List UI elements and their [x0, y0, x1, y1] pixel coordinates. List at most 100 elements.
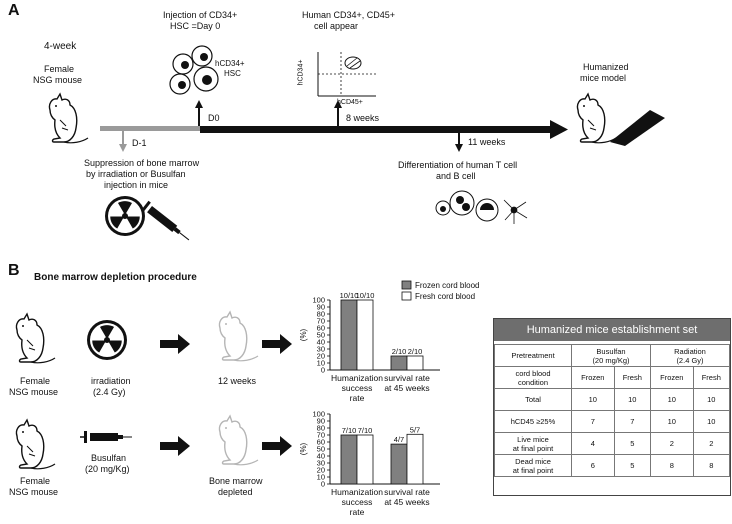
mouse-irr-line1: Female [20, 376, 51, 386]
condition-line2: condition [517, 377, 549, 387]
bar-fresh [406, 433, 424, 485]
week11-label: 11 weeks [468, 137, 506, 147]
y-axis-label: (%) [299, 442, 308, 455]
hsc-label-line1: hCD34+ [215, 59, 245, 68]
bar-data-label: 7/10 [358, 426, 373, 435]
table-cell: 4 [571, 432, 615, 455]
mouse-name-line2: NSG mouse [33, 75, 83, 85]
week-11-arrow [455, 133, 463, 152]
mouse-bus-line1: Female [20, 476, 51, 486]
y-tick-label: 40 [317, 452, 325, 461]
table-cell: 8 [649, 454, 694, 477]
category-label: success [342, 497, 373, 507]
table-cell: 10 [692, 388, 731, 411]
humanized-line1: Humanized [583, 62, 629, 72]
category-label: at 45 weeks [384, 497, 429, 507]
busulfan-header-line1: Busulfan [596, 346, 626, 356]
panel-b-label: B [8, 262, 20, 279]
table-row: Dead mice at final point 6 5 8 8 [494, 454, 731, 477]
row-label-line1: Dead mice [515, 456, 551, 466]
cond-radiation-fresh: Fresh [692, 366, 731, 389]
arrow-to-depleted [160, 436, 190, 456]
cond-busulfan-fresh: Fresh [613, 366, 651, 389]
y-tick-label: 10 [317, 473, 325, 482]
y-tick-label: 30 [317, 345, 325, 354]
row-label: hCD45 ≥25% [494, 410, 572, 433]
y-tick-label: 20 [317, 352, 325, 361]
category-label: rate [350, 507, 365, 517]
diff-line1: Differentiation of human T cell [398, 160, 518, 170]
legend-fresh-label: Fresh cord blood [415, 292, 476, 301]
diff-line2: and B cell [436, 171, 476, 181]
busulfan-syringe-icon [80, 431, 132, 443]
category-label: survival rate [384, 373, 430, 383]
bar-frozen [340, 299, 358, 371]
y-tick-label: 70 [317, 317, 325, 326]
bar-fresh [356, 434, 374, 485]
y-tick-label: 40 [317, 338, 325, 347]
arrow-to-chart-1 [262, 334, 292, 354]
mouse-irr-line2: NSG mouse [9, 387, 59, 397]
panel-a-label: A [8, 2, 20, 19]
bar-data-label: 10/10 [356, 291, 375, 300]
suppression-line2: by irradiation or Busulfan [86, 169, 186, 179]
y-tick-label: 70 [317, 431, 325, 440]
table-cell: 10 [649, 410, 694, 433]
flow-axis-y: hCD34+ [297, 59, 305, 86]
establishment-table: Humanized mice establishment set Pretrea… [493, 318, 731, 496]
nsg-mouse-bus-icon [15, 419, 56, 470]
table-title: Humanized mice establishment set [494, 319, 730, 341]
legend-fresh-swatch [401, 291, 412, 301]
day-minus-1-arrow [119, 131, 127, 152]
bar-frozen [390, 443, 408, 485]
depleted-line2: depleted [218, 487, 253, 497]
table-cell: 8 [692, 454, 731, 477]
table-cell: 7 [613, 410, 651, 433]
bar-data-label: 5/7 [410, 425, 420, 434]
radiation-header-line1: Radiation [674, 346, 706, 356]
category-label: Humanization [331, 487, 383, 497]
y-tick-label: 60 [317, 324, 325, 333]
table-cell: 5 [613, 432, 651, 455]
y-tick-label: 20 [317, 466, 325, 475]
table-cell: 2 [692, 432, 731, 455]
appear-line2: cell appear [314, 21, 359, 31]
y-tick-label: 30 [317, 459, 325, 468]
syringe-icon [141, 200, 190, 241]
week-8-arrow [334, 100, 342, 126]
y-tick-label: 60 [317, 438, 325, 447]
y-tick-label: 100 [312, 296, 325, 305]
row-label: Total [494, 388, 572, 411]
category-label: survival rate [384, 487, 430, 497]
injection-line1: Injection of CD34+ [163, 10, 238, 20]
table-cell: 10 [649, 388, 694, 411]
depleted-line1: Bone marrow [209, 476, 263, 486]
flow-axis-x: hCD45+ [337, 99, 363, 106]
mouse-name-line1: Female [44, 64, 75, 74]
appear-line1: Human CD34+, CD45+ [302, 10, 396, 20]
row-label-line1: Live mice [517, 434, 549, 444]
bar-data-label: 2/10 [392, 347, 407, 356]
table-row: Total 10 10 10 10 [494, 388, 731, 411]
flow-plot-icon [317, 52, 376, 97]
irradiation-line1: irradiation [91, 376, 131, 386]
y-tick-label: 0 [321, 480, 325, 489]
mouse-12-weeks-icon [218, 311, 259, 362]
chart-legend [401, 280, 412, 301]
bar-frozen [340, 434, 358, 485]
radiation-header-line2: (2.4 Gy) [676, 355, 704, 365]
table-row-condition: cord blood condition Frozen Fresh Frozen… [494, 366, 731, 389]
y-tick-label: 90 [317, 417, 325, 426]
radiation-icon [105, 196, 145, 236]
condition-line1: cord blood [515, 368, 551, 378]
category-label: success [342, 383, 373, 393]
irradiation-line2: (2.4 Gy) [93, 387, 126, 397]
week8-label: 8 weeks [346, 113, 380, 123]
cond-busulfan-frozen: Frozen [571, 366, 615, 389]
nsg-mouse-icon [48, 93, 89, 144]
busulfan-line1: Busulfan [91, 453, 127, 463]
table-cell: 10 [613, 388, 651, 411]
row-label-line2: at final point [512, 443, 554, 453]
